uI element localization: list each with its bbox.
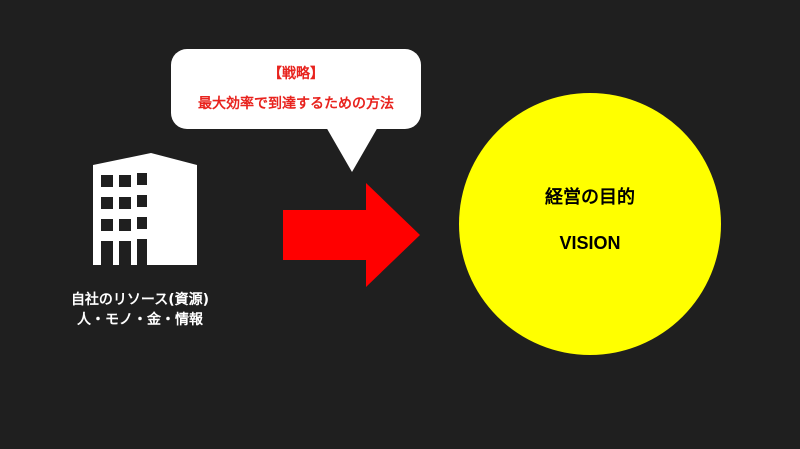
goal-circle: 経営の目的 VISION: [459, 93, 721, 355]
callout-title: 【戦略】: [268, 66, 324, 82]
goal-title: 経営の目的: [545, 187, 635, 208]
building-icon: [93, 153, 197, 265]
resources-line-1: 自社のリソース(資源): [70, 292, 210, 308]
resources-label: 自社のリソース(資源) 人・モノ・金・情報: [40, 290, 240, 330]
callout-subtitle: 最大効率で到達するための方法: [198, 96, 394, 112]
resources-line-2: 人・モノ・金・情報: [77, 312, 203, 328]
goal-subtitle: VISION: [559, 233, 621, 253]
strategy-callout: 【戦略】 最大効率で到達するための方法: [171, 49, 421, 129]
callout-tail: [322, 120, 382, 172]
right-arrow-icon: [283, 183, 420, 287]
